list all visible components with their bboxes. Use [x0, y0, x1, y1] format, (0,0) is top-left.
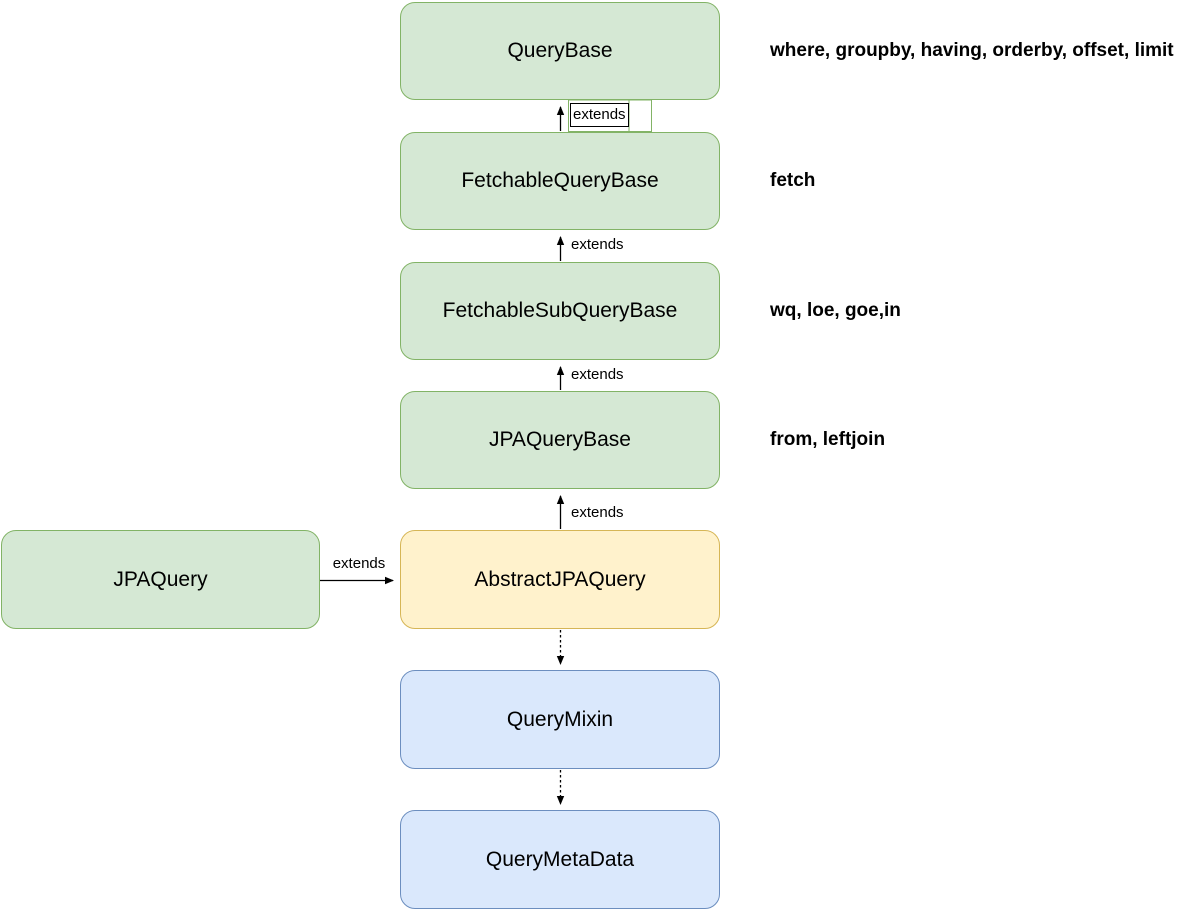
node-label: QueryMixin	[506, 707, 614, 731]
node-fetchablesubquerybase: FetchableSubQueryBase	[400, 262, 720, 360]
node-querymetadata: QueryMetaData	[400, 810, 720, 909]
node-querybase: QueryBase	[400, 2, 720, 100]
node-abstractjpaquery: AbstractJPAQuery	[400, 530, 720, 629]
node-label: QueryBase	[507, 39, 613, 62]
node-label: AbstractJPAQuery	[474, 567, 646, 591]
annotation-querybase-methods: where, groupby, having, orderby, offset,…	[770, 40, 1174, 61]
edge-label-extends: extends	[332, 555, 386, 572]
node-jpaquerybase: JPAQueryBase	[400, 391, 720, 489]
node-label: JPAQueryBase	[488, 428, 631, 451]
edge-label-extends: extends	[571, 504, 624, 521]
node-querymixin: QueryMixin	[400, 670, 720, 769]
node-jpaquery: JPAQuery	[1, 530, 320, 629]
annotation-jpaquerybase-methods: from, leftjoin	[770, 429, 886, 450]
edge-label-extends: extends	[571, 236, 624, 253]
edge-label-extends: extends	[571, 366, 624, 383]
node-label: FetchableSubQueryBase	[442, 299, 678, 322]
node-label: QueryMetaData	[485, 847, 635, 871]
node-fetchablequerybase: FetchableQueryBase	[400, 132, 720, 230]
annotation-fetchablesubquerybase-methods: wq, loe, goe,in	[770, 300, 901, 321]
gap-connector-rect-right	[628, 99, 652, 132]
node-label: JPAQuery	[113, 567, 208, 591]
edge-label-extends-boxed: extends	[570, 103, 629, 127]
annotation-fetchablequerybase-methods: fetch	[770, 170, 816, 191]
node-label: FetchableQueryBase	[461, 169, 659, 192]
